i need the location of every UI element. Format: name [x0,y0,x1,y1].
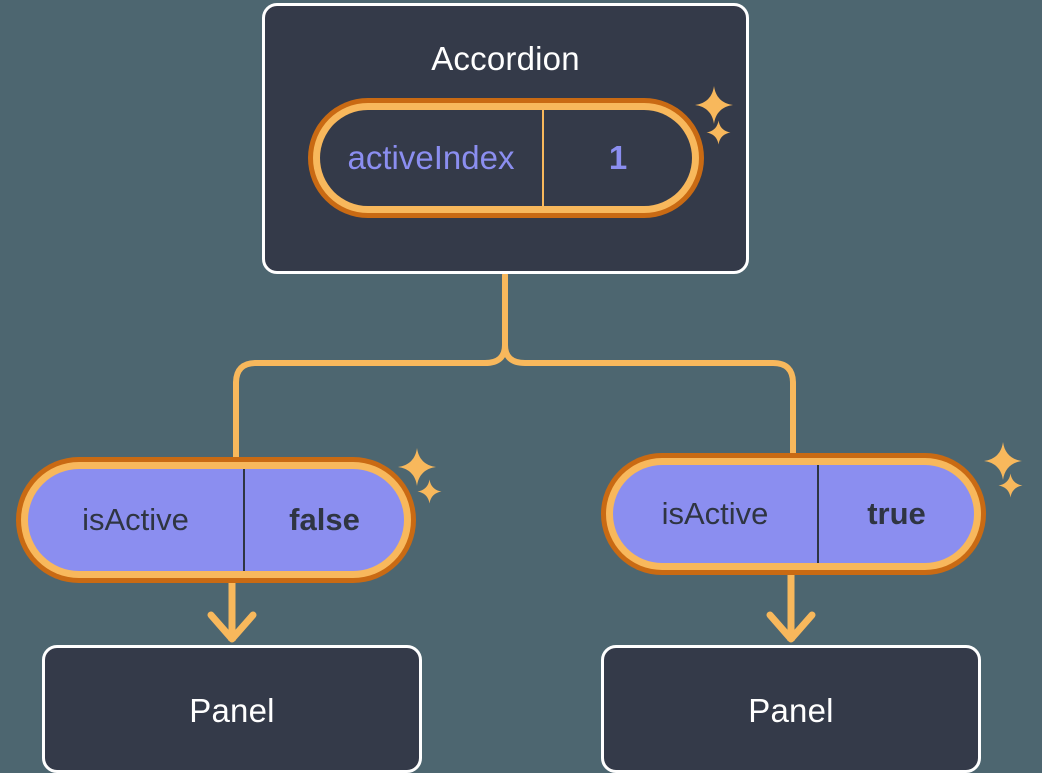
connector-branch-right [502,342,796,458]
state-key-active-index: activeIndex [320,110,544,206]
component-box-panel-right[interactable]: Panel [601,645,981,773]
sparkle-icon-left-small [416,478,443,505]
sparkle-icon-right-small [997,472,1024,499]
prop-key-is-active-left: isActive [28,469,245,571]
prop-value-is-active-right: true [867,496,926,531]
state-value-active-index: 1 [608,139,628,176]
component-title-accordion: Accordion [431,40,580,77]
state-pill-ring: activeIndex 1 [313,103,699,213]
sparkle-icon-right-large [982,440,1024,482]
prop-key-is-active-right: isActive [613,465,819,563]
arrow-head-left-icon [207,611,257,643]
component-title-panel-left: Panel [189,692,275,729]
prop-pill-ring-left: isActive false [21,462,411,578]
state-pill-body: activeIndex 1 [320,110,692,206]
prop-pill-body-left: isActive false [28,469,404,571]
component-box-panel-left[interactable]: Panel [42,645,422,773]
prop-pill-is-active-true[interactable]: isActive true [601,453,986,575]
state-pill-active-index[interactable]: activeIndex 1 [308,98,704,218]
prop-pill-is-active-false[interactable]: isActive false [16,457,416,583]
prop-pill-body-right: isActive true [613,465,974,563]
prop-value-is-active-left: false [289,502,360,537]
component-title-panel-right: Panel [748,692,834,729]
connector-branch-left [233,342,508,462]
arrow-head-right-icon [766,611,816,643]
prop-pill-ring-right: isActive true [606,458,981,570]
